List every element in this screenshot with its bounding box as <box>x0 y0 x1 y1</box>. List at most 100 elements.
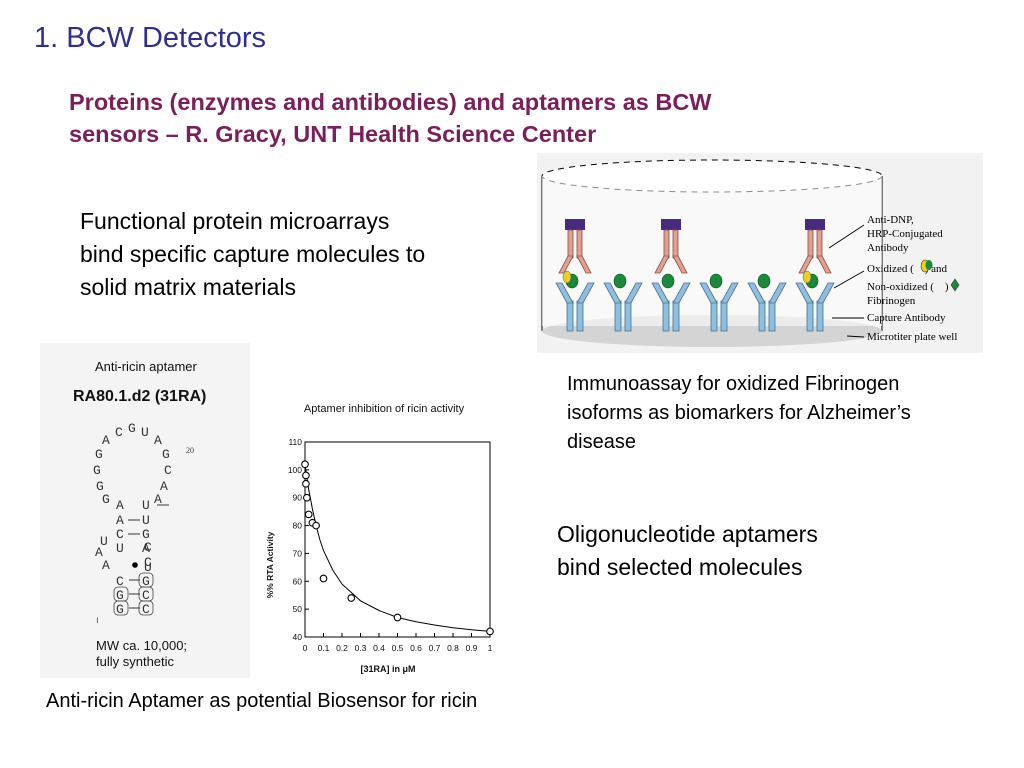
x-tick-label: 0.6 <box>410 643 422 653</box>
chart-title: Aptamer inhibition of ricin activity <box>304 403 465 415</box>
nucleotide: U <box>144 560 152 575</box>
label-anti-dnp: Anti-DNP, <box>867 214 914 226</box>
nucleotide: G <box>116 588 124 603</box>
microarray-line-1: Functional protein microarrays <box>80 208 390 234</box>
nucleotide: C <box>115 425 123 440</box>
ricin-caption: Anti-ricin Aptamer as potential Biosenso… <box>46 690 478 712</box>
nucleotide: G <box>142 527 150 542</box>
chart-y-axis-label: %% RTA Activity <box>265 531 275 598</box>
detection-antibodies <box>558 219 832 274</box>
aptamer-heading: Anti-ricin aptamer <box>95 359 198 374</box>
aptamer-line-2: bind selected molecules <box>557 554 803 580</box>
data-point <box>302 479 310 488</box>
fibrinogen-molecules <box>562 270 819 289</box>
oxidized-swatch-icon <box>920 259 933 273</box>
immunoassay-figure: Anti-DNP, HRP-Conjugated Antibody Oxidiz… <box>537 153 983 353</box>
aptamer-description: Oligonucleotide aptamers bind selected m… <box>557 518 977 584</box>
y-tick-label: 70 <box>293 548 303 558</box>
nucleotide: U <box>116 541 124 556</box>
capture-antibody-icon <box>603 282 643 332</box>
y-tick-label: 100 <box>288 465 302 475</box>
capture-antibody-icon <box>747 282 787 332</box>
capture-antibody-icon <box>555 282 595 332</box>
y-tick-label: 90 <box>293 493 303 503</box>
y-tick-label: 110 <box>288 437 302 447</box>
x-tick-label: 0 <box>303 643 308 653</box>
nucleotide: G <box>116 602 124 617</box>
label-hrp: HRP-Conjugated <box>867 228 943 240</box>
immunoassay-diagram: Anti-DNP, HRP-Conjugated Antibody Oxidiz… <box>541 159 960 347</box>
position-label: 20 <box>186 446 194 455</box>
subtitle-line-2: sensors – R. Gracy, UNT Health Science C… <box>69 121 597 147</box>
x-tick-label: 1 <box>488 643 493 653</box>
label-fibrinogen: Fibrinogen <box>867 295 916 307</box>
slide-title: 1. BCW Detectors <box>34 22 267 54</box>
nucleotide: U <box>142 513 150 528</box>
fibrinogen-icon <box>562 270 579 289</box>
capture-antibody-icon <box>699 282 739 332</box>
arrow-well <box>846 335 865 338</box>
capture-antibodies <box>555 282 835 332</box>
non-oxidized-swatch-icon <box>950 278 960 292</box>
microarray-line-2: bind specific capture molecules to <box>80 241 426 267</box>
nucleotide: U <box>141 425 149 440</box>
data-point <box>393 613 402 622</box>
label-microtiter-well: Microtiter plate well <box>867 331 957 343</box>
x-tick-label: 0.8 <box>447 643 459 653</box>
y-tick-label: 40 <box>293 632 303 642</box>
plot-area <box>304 441 491 638</box>
nucleotide: C <box>142 602 150 617</box>
nucleotide: C <box>116 574 124 589</box>
immuno-caption-line-3: disease <box>567 431 636 453</box>
immuno-caption-line-1: Immunoassay for oxidized Fibrinogen <box>567 373 900 395</box>
label-non-oxidized: Non-oxidized () <box>867 281 949 293</box>
data-point <box>302 471 310 480</box>
microarray-line-3: solid matrix materials <box>80 274 296 300</box>
chart-svg: Aptamer inhibition of ricin activity %% … <box>265 403 494 674</box>
slide-subtitle: Proteins (enzymes and antibodies) and ap… <box>69 86 869 150</box>
nucleotide: A <box>102 433 110 448</box>
fibrinogen-icon <box>757 273 771 289</box>
nucleotide: A <box>116 498 124 513</box>
nucleotide: G <box>102 492 110 507</box>
label-capture-antibody: Capture Antibody <box>867 312 946 324</box>
capture-antibody-icon <box>795 282 835 332</box>
nucleotide: C <box>144 555 152 570</box>
x-tick-label: 0.1 <box>318 643 330 653</box>
base-pair-lines <box>128 504 169 609</box>
fibrinogen-icon <box>661 273 675 289</box>
nucleotide: G <box>162 447 170 462</box>
microarray-description: Functional protein microarrays bind spec… <box>80 205 520 304</box>
data-point <box>312 521 320 530</box>
data-point <box>304 510 313 519</box>
label-antibody: Antibody <box>867 242 909 254</box>
arrow-fibrinogen <box>833 270 865 289</box>
mw-line-1: MW ca. 10,000; <box>96 638 187 653</box>
x-tick-label: 0.9 <box>466 643 478 653</box>
highlight-boxes <box>113 572 154 616</box>
nucleotide: C <box>144 540 152 555</box>
fibrinogen-icon <box>709 273 723 289</box>
y-tick-label: 50 <box>293 604 303 614</box>
x-tick-label: 0.3 <box>355 643 367 653</box>
aptamer-name: RA80.1.d2 (31RA) <box>73 388 206 405</box>
arrow-detection <box>828 224 865 249</box>
fibrinogen-icon <box>613 273 627 289</box>
nucleotide: A <box>102 558 110 573</box>
fibrinogen-icon <box>802 270 819 289</box>
chain-end-mark: ı <box>96 615 99 626</box>
nucleotide: U <box>100 534 108 549</box>
nucleotide: G <box>128 421 136 436</box>
fit-curve <box>304 464 491 632</box>
data-point <box>486 627 494 636</box>
nucleotide: A <box>116 513 124 528</box>
x-tick-label: 0.5 <box>392 643 404 653</box>
immunoassay-caption: Immunoassay for oxidized Fibrinogen isof… <box>567 370 1017 457</box>
x-tick-label: 0.7 <box>429 643 441 653</box>
nucleotide: G <box>142 574 150 589</box>
nucleotide: U <box>142 498 150 513</box>
ricin-inhibition-chart: Aptamer inhibition of ricin activity %% … <box>262 395 507 685</box>
